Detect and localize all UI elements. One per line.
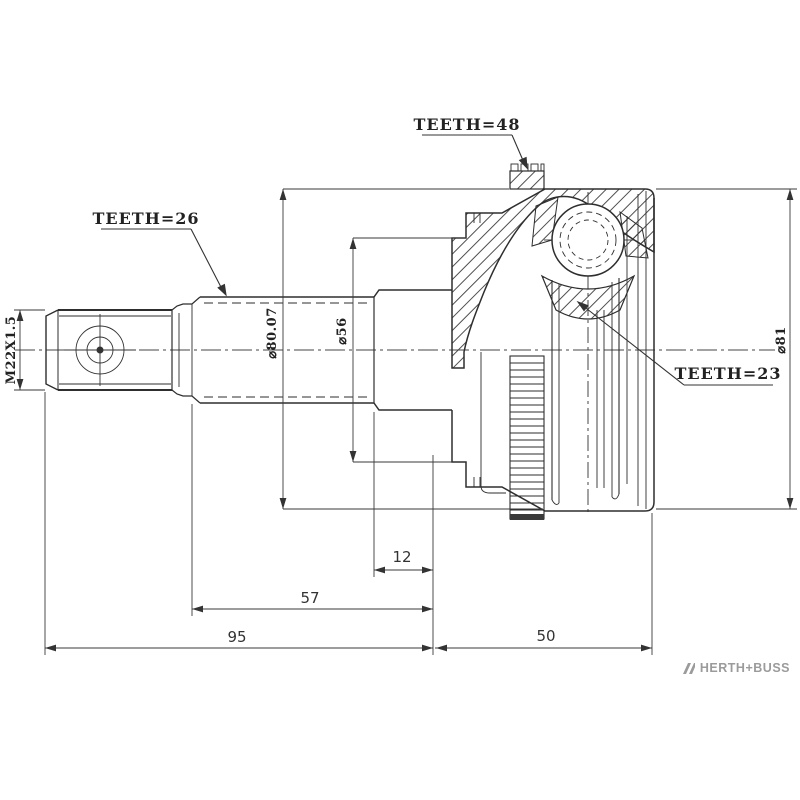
abs-ring-teeth-band bbox=[509, 355, 545, 520]
label-dia-81: ⌀81 bbox=[774, 326, 789, 353]
label-dia-56: ⌀56 bbox=[335, 317, 350, 344]
center-mark bbox=[64, 314, 136, 386]
dimension-arrowheads bbox=[16, 189, 794, 652]
label-teeth-26: TEETH=26 bbox=[93, 209, 200, 228]
dim-95: 95 bbox=[227, 628, 246, 646]
label-teeth-23: TEETH=23 bbox=[675, 364, 782, 383]
label-dia-80: ⌀80.07 bbox=[265, 307, 280, 359]
brand-logo: HERTH+BUSS bbox=[682, 661, 790, 675]
dim-12: 12 bbox=[392, 548, 411, 566]
centerlines bbox=[15, 192, 775, 512]
dim-50: 50 bbox=[536, 627, 555, 645]
leader-lines bbox=[101, 134, 773, 386]
housing-wall-section bbox=[451, 188, 655, 369]
striped-square-logo-icon bbox=[682, 662, 695, 674]
abs-ring bbox=[509, 163, 545, 520]
brand-name: HERTH+BUSS bbox=[699, 661, 790, 675]
label-teeth-48: TEETH=48 bbox=[414, 115, 521, 134]
ball-bearing bbox=[531, 196, 649, 320]
threaded-stub bbox=[45, 309, 180, 391]
label-thread-spec: M22X1.5 bbox=[4, 316, 19, 385]
dimension-lines bbox=[14, 188, 797, 655]
inner-race-section bbox=[540, 274, 636, 320]
dim-57: 57 bbox=[300, 589, 319, 607]
splined-shaft bbox=[171, 289, 452, 411]
housing-bell bbox=[451, 188, 655, 512]
splined-hub bbox=[551, 278, 620, 505]
ball bbox=[551, 203, 625, 277]
